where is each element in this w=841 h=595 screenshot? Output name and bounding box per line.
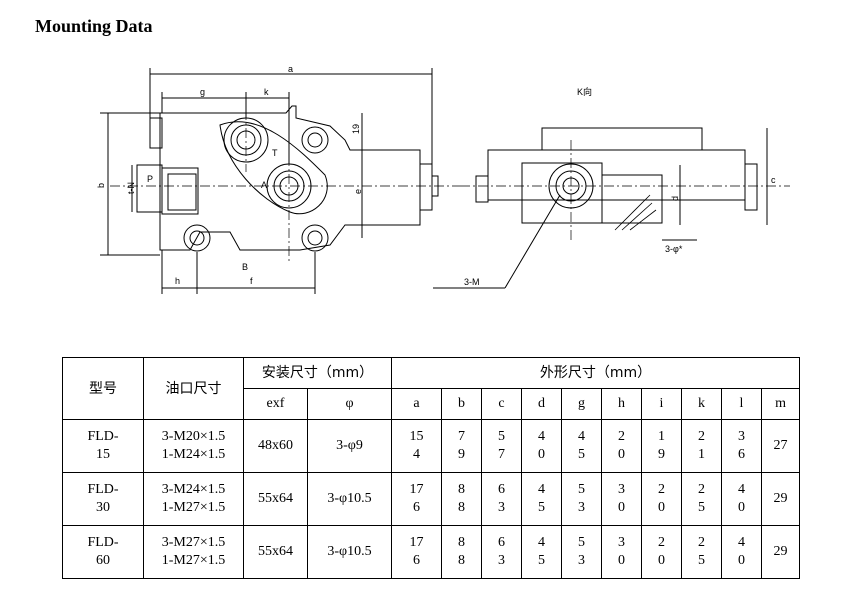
mounting-drawing: a g k 19 T P t-N A e b B h f K向 c d 3-φ*… <box>96 64 790 294</box>
left-flange <box>149 117 163 149</box>
cell-i: 2 0 <box>641 472 682 526</box>
cell-g: 4 5 <box>561 419 602 473</box>
cell-exf: 55x64 <box>243 525 308 579</box>
cell-g: 5 3 <box>561 472 602 526</box>
cell-port: 3-M20×1.5 1-M24×1.5 <box>143 419 244 473</box>
dim-g-label: g <box>200 87 205 97</box>
header-a: a <box>391 388 442 420</box>
port-a-label: A <box>261 180 267 190</box>
header-k: k <box>681 388 722 420</box>
cell-a: 17 6 <box>391 472 442 526</box>
table-row: FLD- 15 3-M20×1.5 1-M24×1.5 48x60 3-φ9 1… <box>62 419 801 473</box>
header-h: h <box>601 388 642 420</box>
mount-hole-top <box>301 126 329 154</box>
cell-model: FLD- 60 <box>62 525 144 579</box>
cell-d: 4 5 <box>521 525 562 579</box>
mount-hole-right <box>301 224 329 252</box>
cell-c: 6 3 <box>481 525 522 579</box>
cell-l: 4 0 <box>721 525 762 579</box>
cell-d: 4 0 <box>521 419 562 473</box>
cell-h: 2 0 <box>601 419 642 473</box>
port-p-box <box>136 164 163 213</box>
cell-phi: 3-φ10.5 <box>307 472 392 526</box>
header-l: l <box>721 388 762 420</box>
header-port: 油口尺寸 <box>143 357 244 420</box>
dim-phi-label: 3-φ* <box>665 244 683 254</box>
dim-e-label: e <box>353 189 363 194</box>
right-nut <box>419 163 433 211</box>
cell-m: 29 <box>760 525 801 579</box>
dim-a-label: a <box>288 64 293 74</box>
cell-phi: 3-φ9 <box>307 419 392 473</box>
page-title: Mounting Data <box>35 16 153 36</box>
dim-b-label: b <box>96 183 106 188</box>
cell-c: 5 7 <box>481 419 522 473</box>
header-g: g <box>561 388 602 420</box>
cell-l: 4 0 <box>721 472 762 526</box>
mount-hole-left <box>183 224 211 252</box>
dim-h-label: h <box>175 276 180 286</box>
cell-b: 7 9 <box>441 419 482 473</box>
cell-k: 2 5 <box>681 472 722 526</box>
cell-exf: 55x64 <box>243 472 308 526</box>
cell-a: 17 6 <box>391 525 442 579</box>
header-m: m <box>760 388 801 420</box>
cell-l: 3 6 <box>721 419 762 473</box>
port-t-label: T <box>272 148 278 158</box>
cell-m: 27 <box>760 419 801 473</box>
valve-body-outline <box>159 105 421 251</box>
cell-port: 3-M24×1.5 1-M27×1.5 <box>143 472 244 526</box>
cell-model: FLD- 15 <box>62 419 144 473</box>
header-shape: 外形尺寸（mm） <box>390 357 801 389</box>
cell-b: 8 8 <box>441 472 482 526</box>
dim-19-label: 19 <box>351 124 361 134</box>
header-c: c <box>481 388 522 420</box>
dim-tn-label: t-N <box>126 182 136 194</box>
cell-b: 8 8 <box>441 525 482 579</box>
cell-c: 6 3 <box>481 472 522 526</box>
cell-i: 1 9 <box>641 419 682 473</box>
cell-k: 2 5 <box>681 525 722 579</box>
cell-model: FLD- 30 <box>62 472 144 526</box>
dim-k-label: k <box>264 87 269 97</box>
cell-k: 2 1 <box>681 419 722 473</box>
dim-f-label: f <box>250 276 253 286</box>
header-model: 型号 <box>62 357 144 420</box>
cell-phi: 3-φ10.5 <box>307 525 392 579</box>
spec-table: 型号 油口尺寸 安装尺寸（mm） 外形尺寸（mm） exf φ a b c d … <box>62 357 801 579</box>
table-row: FLD- 30 3-M24×1.5 1-M27×1.5 55x64 3-φ10.… <box>62 472 801 526</box>
header-exf: exf <box>243 388 308 420</box>
port-p-label: P <box>147 174 153 184</box>
table-row: FLD- 60 3-M27×1.5 1-M27×1.5 55x64 3-φ10.… <box>62 525 801 579</box>
cell-m: 29 <box>760 472 801 526</box>
cell-exf: 48x60 <box>243 419 308 473</box>
cell-h: 3 0 <box>601 525 642 579</box>
cell-i: 2 0 <box>641 525 682 579</box>
dim-d-label: d <box>670 196 680 201</box>
cell-h: 3 0 <box>601 472 642 526</box>
cell-a: 15 4 <box>391 419 442 473</box>
k-view-label: K向 <box>577 86 592 97</box>
port-p-fitting <box>161 167 199 215</box>
cell-port: 3-M27×1.5 1-M27×1.5 <box>143 525 244 579</box>
cell-g: 5 3 <box>561 525 602 579</box>
cell-d: 4 5 <box>521 472 562 526</box>
dim-c-label: c <box>771 175 776 185</box>
header-i: i <box>641 388 682 420</box>
header-install: 安装尺寸（mm） <box>243 357 392 389</box>
header-phi: φ <box>307 388 392 420</box>
dim-3m-label: 3-M <box>464 277 480 287</box>
header-d: d <box>521 388 562 420</box>
header-b: b <box>441 388 482 420</box>
dim-B-label: B <box>242 262 248 272</box>
